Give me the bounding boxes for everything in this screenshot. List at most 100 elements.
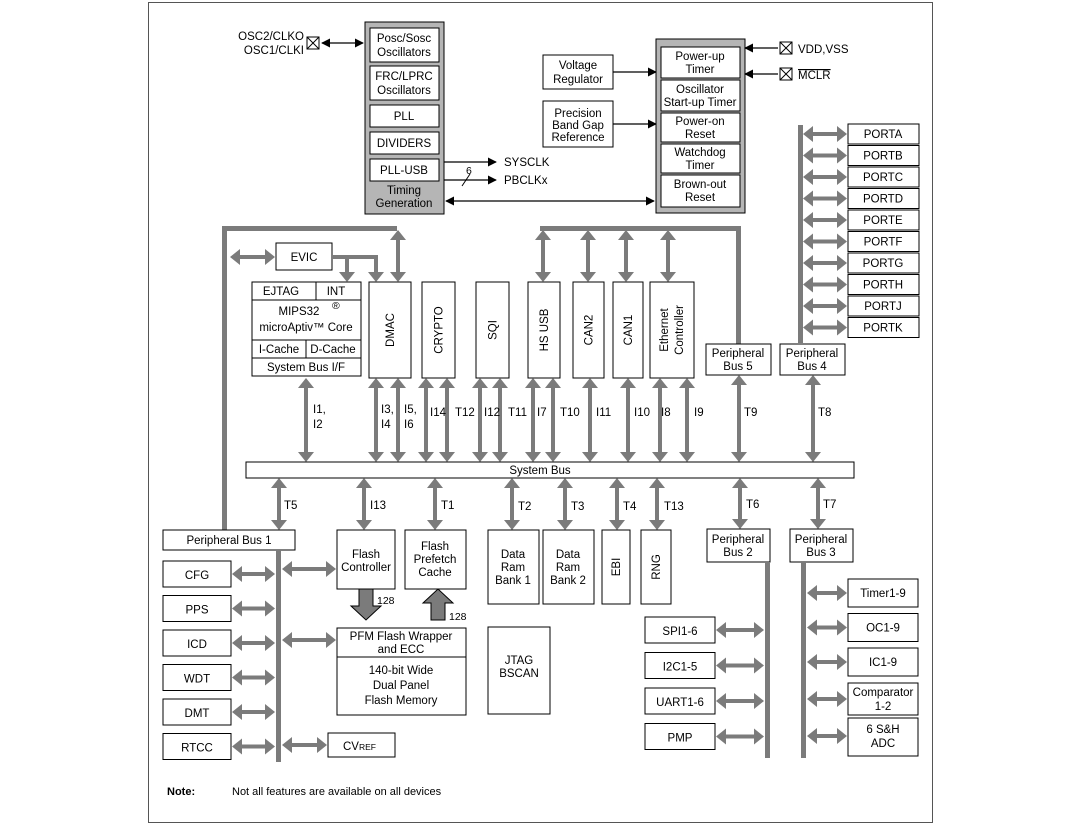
master-box (421, 281, 456, 379)
core-label: microAptiv™ Core (259, 322, 352, 334)
label-t12: T12 (455, 407, 475, 419)
pb1-peripheral-label: ICD (187, 639, 207, 651)
pb1-peripheral-label: RTCC (181, 743, 213, 755)
upper-bus-arrow (472, 378, 488, 462)
pb1-peripheral-box (162, 560, 232, 588)
ram2-label-2: Ram (556, 562, 580, 574)
mclr-label: MCLR (798, 70, 831, 82)
system-bus-bar (245, 461, 855, 479)
pb1-peripheral-box (162, 664, 232, 691)
pb2-peripheral-box (644, 723, 716, 750)
osc-pin-icon (306, 36, 320, 50)
ebi-box (601, 529, 631, 605)
pbclk-label: PBCLKx (504, 175, 548, 187)
label-i8: I8 (661, 407, 671, 419)
lower-bus-arrow (557, 478, 573, 530)
pb1-flash-controller-arrow (282, 561, 336, 577)
frc-label-2: Oscillators (377, 85, 431, 97)
mclr-pin-icon (779, 67, 793, 81)
label-i2: I2 (313, 419, 323, 431)
master-label: HS USB (539, 308, 551, 351)
comparator-box (847, 682, 919, 716)
bscan-label: BSCAN (499, 668, 539, 680)
posc-oscillators-box (369, 27, 440, 63)
label-t10: T10 (560, 407, 580, 419)
pb1-vertical-left (222, 226, 227, 530)
prefetch-label-2: Prefetch (414, 554, 457, 566)
pb3-label: Peripheral (795, 534, 847, 546)
label-t13: T13 (664, 501, 684, 513)
sysbus-if-label: System Bus I/F (267, 362, 345, 374)
topbus-to-dmac-arrow (390, 230, 406, 282)
label-t6: T6 (746, 499, 759, 511)
mips-label: MIPS32 (279, 306, 320, 318)
comparator-label-2: 1-2 (875, 701, 892, 713)
upper-bus-arrow (439, 378, 455, 462)
pb3-comparator-arrow (807, 691, 847, 707)
port-arrow (803, 190, 847, 207)
port-label: PORTD (863, 194, 903, 206)
pb3-vertical (801, 562, 806, 758)
pb2-peripheral-arrow (716, 622, 764, 638)
peripheral-bus-2-box (706, 528, 771, 563)
label-t7: T7 (823, 499, 836, 511)
pb3-peripheral-arrow (807, 585, 847, 601)
ejtag-label: EJTAG (263, 286, 299, 298)
port-label: PORTB (863, 151, 903, 163)
upper-bus-arrow (492, 378, 508, 462)
posc-label: Posc/Sosc (377, 33, 432, 45)
pll-usb-label: PLL-USB (380, 165, 428, 177)
evic-to-pb1-arrow (230, 249, 275, 265)
label-t3: T3 (571, 501, 584, 513)
flash-128-down-arrow (349, 588, 383, 621)
pb2-peripheral-arrow (716, 657, 764, 674)
port-label: PORTA (864, 129, 903, 141)
osc2-label: OSC2/CLKO (238, 31, 304, 43)
master-box (475, 281, 510, 379)
upper-bus-arrow (298, 378, 314, 462)
pb2-peripheral-label: SPI1-6 (662, 626, 697, 638)
pb1-peripheral-label: PPS (185, 605, 208, 617)
width-128-label: 128 (377, 595, 395, 607)
port-box (847, 317, 920, 338)
label-t4: T4 (623, 501, 637, 513)
port-arrow (803, 298, 847, 314)
pb5-label: Peripheral (712, 348, 764, 360)
master-label: SQI (488, 320, 500, 340)
port-bus-vertical (798, 125, 803, 343)
evic-connections (332, 230, 406, 282)
pb3-adc-arrow (807, 728, 847, 744)
port-label: PORTH (863, 280, 903, 292)
ost-label-2: Start-up Timer (664, 97, 737, 109)
port-box (847, 123, 920, 145)
vreg-label: Voltage (559, 60, 597, 72)
evic-label: EVIC (291, 252, 318, 264)
master-box (527, 281, 561, 379)
peripheral-bus-5-box (705, 343, 772, 376)
upper-bus-arrow (390, 378, 406, 462)
bandgap-label: Precision (554, 108, 601, 120)
master-box (572, 281, 605, 379)
cpu-core-box (251, 281, 362, 377)
pu-label-2: Timer (686, 64, 715, 76)
flash-prefetch-box (404, 529, 467, 590)
pb3-peripheral-label: Timer1-9 (860, 588, 906, 600)
label-i9: I9 (694, 407, 704, 419)
port-box (847, 188, 920, 209)
upper-bus-arrow (418, 378, 434, 462)
topbus-master-arrow (618, 230, 634, 282)
mips-registered-mark: ® (332, 300, 340, 312)
pll-label: PLL (394, 111, 415, 123)
sysclk-label: SYSCLK (504, 157, 550, 169)
pb1-peripheral-label: DMT (185, 708, 210, 720)
upper-bus-arrow (731, 375, 747, 462)
pu-label: Power-up (675, 51, 724, 63)
wdt-reset-box (660, 143, 741, 174)
port-box (847, 145, 920, 166)
vdd-pin-icon (779, 41, 793, 55)
lower-bus-arrow (649, 478, 665, 530)
note-text: Not all features are available on all de… (232, 786, 442, 798)
